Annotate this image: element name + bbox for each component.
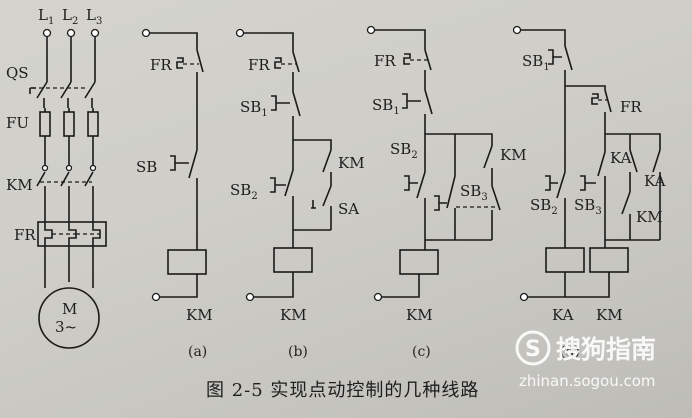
label-L2: L2	[62, 6, 78, 27]
d-label-SB1: SB1	[522, 52, 550, 73]
b-label-SB2: SB2	[230, 181, 258, 202]
caption-d: (d)	[560, 344, 580, 360]
b-label-SA: SA	[338, 200, 359, 218]
d-label-KA: KA	[552, 306, 574, 324]
motor-phase: 3~	[55, 318, 77, 336]
d-coil-KM	[589, 247, 629, 273]
circuit-a: FR SB KM (a)	[136, 28, 213, 360]
d-label-FR: FR	[620, 98, 642, 116]
watermark-text: 搜狗指南	[556, 335, 656, 364]
a-label-FR: FR	[150, 56, 172, 74]
caption-a: (a)	[188, 344, 207, 360]
figure-caption: 图 2-5 实现点动控制的几种线路	[206, 380, 479, 401]
motor-label: M	[62, 300, 77, 318]
b-label-KM: KM	[280, 306, 307, 324]
motor-symbol	[38, 287, 100, 349]
d-label-KM-contact: KM	[636, 208, 663, 226]
circuit-c: FR SB1 SB2 KM SB3 KM (c)	[366, 25, 527, 360]
b-label-FR: FR	[248, 56, 270, 74]
main-power-circuit: L1 L2 L3 QS FU KM FR M 3~	[6, 6, 107, 349]
b-label-SB1: SB1	[240, 98, 268, 119]
b-coil	[273, 247, 313, 273]
b-label-KM-contact: KM	[338, 154, 365, 172]
d-label-SB2: SB2	[530, 196, 558, 217]
d-coil-KA	[545, 247, 585, 273]
label-L3: L3	[86, 6, 102, 27]
a-coil	[167, 249, 207, 275]
circuit-b: FR SB1 SB2 KM SA KM (b)	[230, 28, 365, 360]
watermark: S 搜狗指南 zhinan.sogou.com	[515, 330, 656, 390]
a-label-SB: SB	[136, 158, 157, 176]
watermark-url: zhinan.sogou.com	[519, 372, 656, 390]
caption-b: (b)	[288, 344, 308, 360]
d-label-KA2: KA	[644, 172, 666, 190]
c-label-SB1: SB1	[372, 96, 400, 117]
label-FU: FU	[6, 114, 29, 132]
d-label-KM: KM	[596, 306, 623, 324]
label-KM-main: KM	[6, 176, 33, 194]
label-FR-main: FR	[14, 226, 36, 244]
c-label-SB2: SB2	[390, 140, 418, 161]
a-label-KM: KM	[186, 306, 213, 324]
label-L1: L1	[38, 6, 54, 27]
d-label-KA1: KA	[610, 149, 632, 167]
sogou-logo-icon	[515, 330, 551, 366]
watermark-logo-glyph: S	[525, 337, 541, 362]
caption-c: (c)	[412, 344, 431, 360]
circuit-d: SB1 FR KA KA KM SB2 SB3 KA KM (d)	[512, 25, 666, 360]
c-label-KM: KM	[406, 306, 433, 324]
d-label-SB3: SB3	[574, 196, 602, 217]
c-label-KM-contact: KM	[500, 146, 527, 164]
c-label-SB3: SB3	[460, 182, 488, 203]
c-coil	[399, 249, 439, 275]
c-label-FR: FR	[374, 52, 396, 70]
label-QS: QS	[6, 64, 29, 82]
